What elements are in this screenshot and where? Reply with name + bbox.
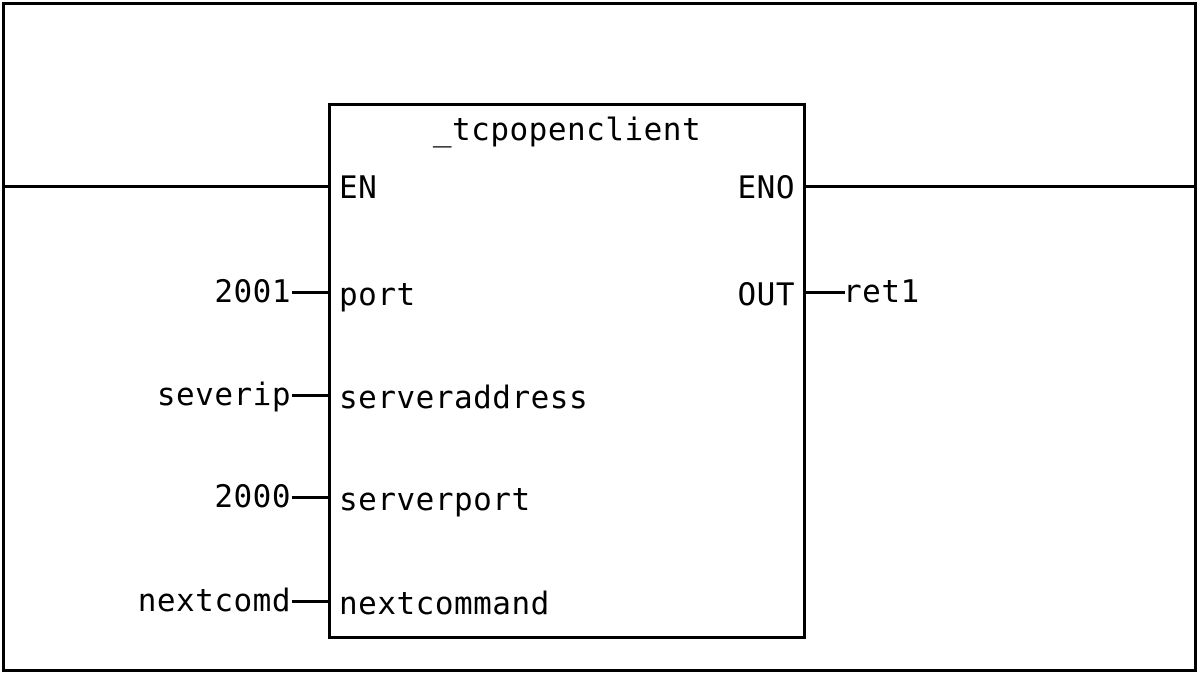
wire-stub-out[interactable] bbox=[805, 291, 845, 294]
operand-out[interactable]: ret1 bbox=[843, 274, 920, 310]
wire-stub-nextcommand[interactable] bbox=[292, 600, 330, 603]
pin-label-serveraddress[interactable]: serveraddress bbox=[339, 380, 589, 416]
function-block[interactable]: _tcpopenclient EN ENO port OUT serveradd… bbox=[328, 103, 806, 639]
function-block-title: _tcpopenclient bbox=[432, 112, 702, 148]
pin-label-nextcommand[interactable]: nextcommand bbox=[339, 586, 550, 622]
pin-label-out[interactable]: OUT bbox=[737, 277, 795, 313]
wire-stub-serveraddress[interactable] bbox=[292, 394, 330, 397]
pin-label-serverport[interactable]: serverport bbox=[339, 482, 531, 518]
operand-nextcommand[interactable]: nextcomd bbox=[137, 583, 291, 619]
network-frame-right bbox=[1194, 2, 1197, 672]
operand-serverport[interactable]: 2000 bbox=[214, 479, 291, 515]
eno-rail-wire[interactable] bbox=[805, 185, 1195, 188]
pin-label-en[interactable]: EN bbox=[339, 170, 378, 206]
network-frame-bottom bbox=[2, 669, 1197, 672]
wire-stub-port[interactable] bbox=[292, 291, 330, 294]
pin-label-port[interactable]: port bbox=[339, 277, 416, 313]
network-frame-top bbox=[2, 2, 1197, 5]
wire-stub-serverport[interactable] bbox=[292, 496, 330, 499]
en-rail-wire[interactable] bbox=[2, 185, 330, 188]
network-frame-left bbox=[2, 2, 5, 672]
operand-port[interactable]: 2001 bbox=[214, 274, 291, 310]
operand-serveraddress[interactable]: severip bbox=[156, 377, 291, 413]
pin-label-eno[interactable]: ENO bbox=[737, 170, 795, 206]
